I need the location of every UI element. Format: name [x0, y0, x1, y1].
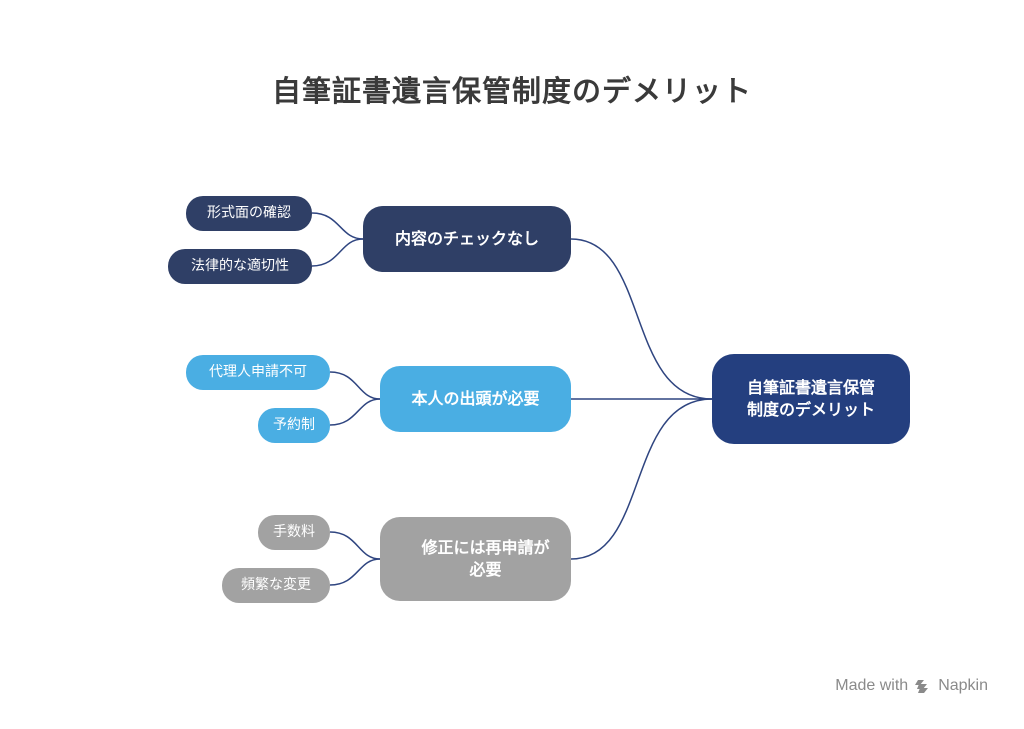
leaf-node-label: 形式面の確認 [207, 205, 291, 222]
leaf-node-label: 代理人申請不可 [209, 364, 307, 381]
branch-node-label: 内容のチェックなし [394, 229, 539, 249]
connector-branch-2-leaf-1 [329, 371, 381, 400]
leaf-node-format-check: 形式面の確認 [186, 196, 312, 231]
branch-node-reapplication-required: 修正には再申請が 必要 [380, 517, 571, 601]
leaf-node-no-proxy: 代理人申請不可 [186, 355, 330, 390]
made-with-label: Made with [835, 677, 909, 694]
root-node: 自筆証書遺言保管 制度のデメリット [712, 354, 910, 444]
leaf-node-label: 手数料 [273, 524, 315, 541]
leaf-node-frequent-changes: 頻繁な変更 [222, 568, 330, 603]
connector-branch-2-leaf-2 [329, 398, 381, 426]
leaf-node-fee: 手数料 [258, 515, 330, 550]
connector-root-branch-3 [570, 398, 713, 560]
leaf-node-label: 法律的な適切性 [191, 258, 289, 275]
connector-branch-3-leaf-2 [329, 558, 381, 586]
branch-node-label: 修正には再申請が 必要 [421, 538, 550, 579]
connector-root-branch-1 [570, 238, 713, 400]
connector-branch-1-leaf-1 [311, 212, 364, 240]
napkin-brand-label: Napkin [938, 677, 988, 694]
diagram-title: 自筆証書遺言保管制度のデメリット [271, 74, 752, 108]
root-node-label: 自筆証書遺言保管 制度のデメリット [746, 378, 875, 419]
napkin-logo-icon [915, 680, 929, 693]
leaf-node-reservation: 予約制 [258, 408, 330, 443]
branch-node-appearance-required: 本人の出頭が必要 [380, 366, 571, 432]
connector-branch-3-leaf-1 [329, 531, 381, 560]
connector-branch-1-leaf-2 [311, 238, 364, 267]
branch-node-content-check: 内容のチェックなし [363, 206, 571, 272]
leaf-node-label: 予約制 [273, 417, 315, 434]
branch-node-label: 本人の出頭が必要 [411, 389, 540, 409]
leaf-node-legal-validity: 法律的な適切性 [168, 249, 312, 284]
leaf-node-label: 頻繁な変更 [241, 577, 311, 594]
made-with-napkin-watermark: Made with Napkin [835, 677, 988, 695]
